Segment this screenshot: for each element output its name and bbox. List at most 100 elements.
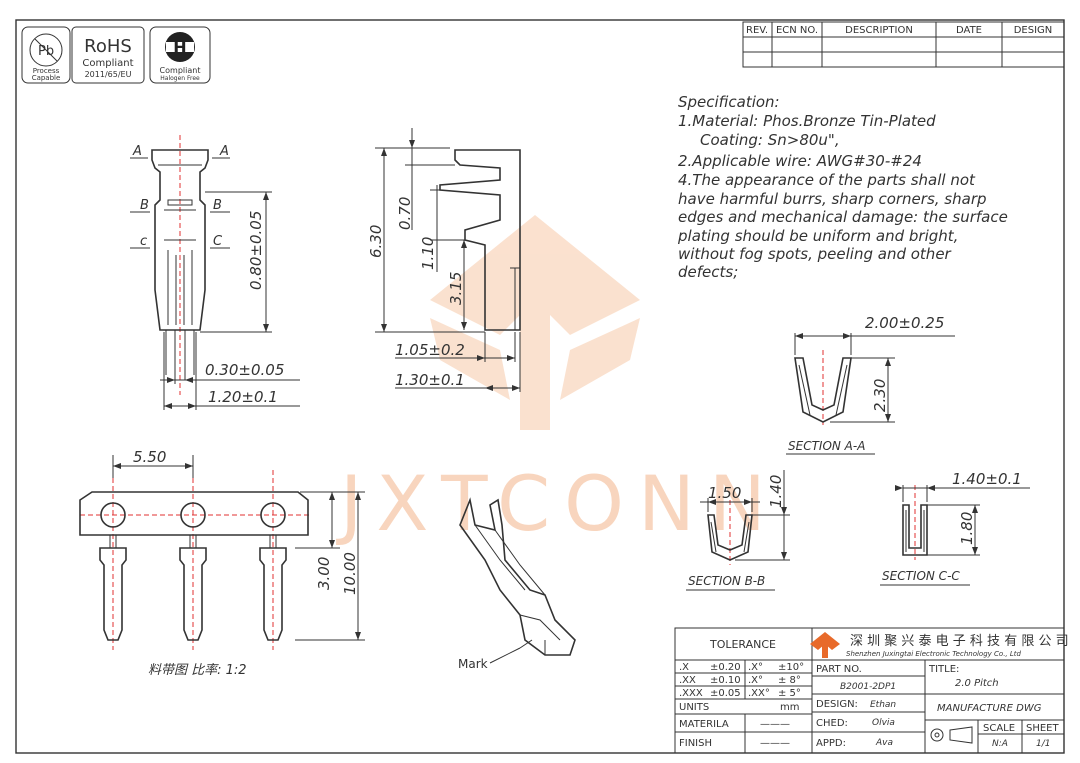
svg-text:深 圳 聚 兴 泰 电 子 科 技 有 限 公 司: 深 圳 聚 兴 泰 电 子 科 技 有 限 公 司 [850,634,1069,649]
svg-text:CHED:: CHED: [816,718,848,729]
svg-text:1.80: 1.80 [958,512,976,545]
svg-text:±0.20: ±0.20 [710,662,741,673]
iso-view: Mark [458,497,576,671]
svg-text:3.15: 3.15 [447,272,465,305]
svg-text:0.70: 0.70 [396,197,414,230]
svg-text:Pb: Pb [38,44,54,59]
svg-text:defects;: defects; [678,263,738,281]
svg-text:N:A: N:A [992,739,1008,749]
svg-text:.XXX: .XXX [679,688,703,699]
svg-text:B: B [213,198,222,213]
svg-text:TOLERANCE: TOLERANCE [709,638,776,651]
svg-text:plating should be uniform and: plating should be uniform and bright, [677,227,958,245]
svg-text:.X°: .X° [748,675,763,686]
svg-text:MATERILA: MATERILA [679,719,729,730]
svg-text:Compliant: Compliant [160,66,201,75]
svg-text:1.10: 1.10 [419,237,437,270]
svg-text:± 8°: ± 8° [778,675,801,686]
svg-text:2.00±0.25: 2.00±0.25 [865,314,944,332]
svg-text:UNITS: UNITS [679,702,709,713]
svg-text:H: H [173,38,186,57]
section-aa: 2.00±0.25 2.30 SECTION A-A [786,314,955,455]
svg-text:5.50: 5.50 [133,448,166,466]
svg-text:have harmful burrs, sharp corn: have harmful burrs, sharp corners, sharp [678,190,987,208]
svg-text:SHEET: SHEET [1026,723,1060,734]
section-bb: 1.50 1.40 SECTION B-B [686,470,790,591]
svg-text:SECTION B-B: SECTION B-B [688,574,765,588]
pb-free-icon [29,33,63,67]
watermark-text: JXTCONN [336,459,780,548]
svg-text:SCALE: SCALE [983,723,1015,734]
svg-text:DESIGN: DESIGN [1014,25,1053,36]
svg-text:1.50: 1.50 [708,484,741,502]
svg-text:Mark: Mark [458,657,488,671]
svg-text:2.0 Pitch: 2.0 Pitch [955,678,999,689]
svg-text:ECN NO.: ECN NO. [776,25,818,36]
svg-text:edges and mechanical damage: t: edges and mechanical damage: the surface [678,208,1008,226]
svg-text:Ava: Ava [875,738,893,748]
svg-text:TITLE:: TITLE: [928,664,959,675]
svg-text:1.40: 1.40 [767,475,785,508]
projection-symbol-icon [930,726,973,744]
revision-table: REV. ECN NO. DESCRIPTION DATE DESIGN [742,21,1065,68]
compliance-badges: Pb Process Capable RoHS Compliant 2011/6… [21,26,211,84]
section-cc: 1.40±0.1 1.80 SECTION C-C [880,470,1030,586]
svg-text:Shenzhen Juxingtai Electronic: Shenzhen Juxingtai Electronic Technology… [846,650,1022,658]
svg-text:2.Applicable wire: AWG#30-#24: 2.Applicable wire: AWG#30-#24 [678,152,922,170]
svg-text:B: B [140,198,149,213]
svg-text:±0.10: ±0.10 [710,675,741,686]
svg-text:———: ——— [760,738,790,749]
drawing-frame [15,19,1065,754]
svg-text:SECTION C-C: SECTION C-C [882,569,960,583]
svg-text:3.00: 3.00 [315,557,333,590]
svg-text:B2001-2DP1: B2001-2DP1 [840,682,896,692]
svg-text:.X°: .X° [748,662,763,673]
svg-text:A: A [132,144,142,159]
svg-text:6.30: 6.30 [367,225,385,258]
svg-text:Ethan: Ethan [870,700,896,710]
svg-text:SECTION A-A: SECTION A-A [788,439,865,453]
svg-text:±10°: ±10° [778,662,804,673]
carrier-strip: 5.50 3.00 10.00 料带图 比率: 1:2 [79,448,365,678]
watermark: JXTCONN [336,215,780,548]
svg-text:———: ——— [760,719,790,730]
svg-text:.XX: .XX [679,675,696,686]
specification-notes: Specification: 1.Material: Phos.Bronze T… [677,93,1008,281]
svg-text:Olvia: Olvia [872,718,895,728]
svg-text:REV.: REV. [746,25,768,36]
svg-text:±0.05: ±0.05 [710,688,741,699]
svg-text:.X: .X [679,662,689,673]
svg-text:Halogen Free: Halogen Free [160,75,200,82]
company-logo-icon [810,632,840,658]
svg-text:c: c [140,234,147,249]
svg-text:料带图 比率: 1:2: 料带图 比率: 1:2 [148,662,247,678]
rohs-logo: RoHS [84,36,132,57]
svg-text:A: A [219,144,229,159]
svg-text:DESIGN:: DESIGN: [816,699,858,710]
svg-text:FINISH: FINISH [679,738,712,749]
svg-text:0.80±0.05: 0.80±0.05 [247,211,265,290]
svg-text:2.30: 2.30 [871,379,889,412]
svg-text:without fog spots, peeling and: without fog spots, peeling and other [678,245,952,263]
svg-text:PART NO.: PART NO. [816,664,862,675]
svg-text:0.30±0.05: 0.30±0.05 [205,361,284,379]
svg-text:DESCRIPTION: DESCRIPTION [845,25,913,36]
svg-text:1.40±0.1: 1.40±0.1 [952,470,1022,488]
svg-text:10.00: 10.00 [341,552,359,595]
svg-text:mm: mm [780,702,799,713]
svg-text:DATE: DATE [956,25,982,36]
svg-text:4.The appearance of the parts: 4.The appearance of the parts shall not [678,171,976,189]
svg-text:Coating: Sn>80u",: Coating: Sn>80u", [700,131,840,149]
svg-text:Specification:: Specification: [678,93,780,111]
svg-text:2011/65/EU: 2011/65/EU [85,70,132,79]
svg-text:Capable: Capable [32,74,61,82]
svg-text:MANUFACTURE DWG: MANUFACTURE DWG [937,703,1042,714]
svg-text:Process: Process [33,67,60,75]
svg-text:1/1: 1/1 [1036,739,1050,749]
front-view: A A B B c C 0.80±0.05 0.30±0.05 1.20±0.1 [130,135,300,410]
svg-text:1.20±0.1: 1.20±0.1 [208,388,278,406]
svg-text:Compliant: Compliant [82,58,133,69]
svg-text:± 5°: ± 5° [778,688,801,699]
svg-text:C: C [213,234,223,249]
